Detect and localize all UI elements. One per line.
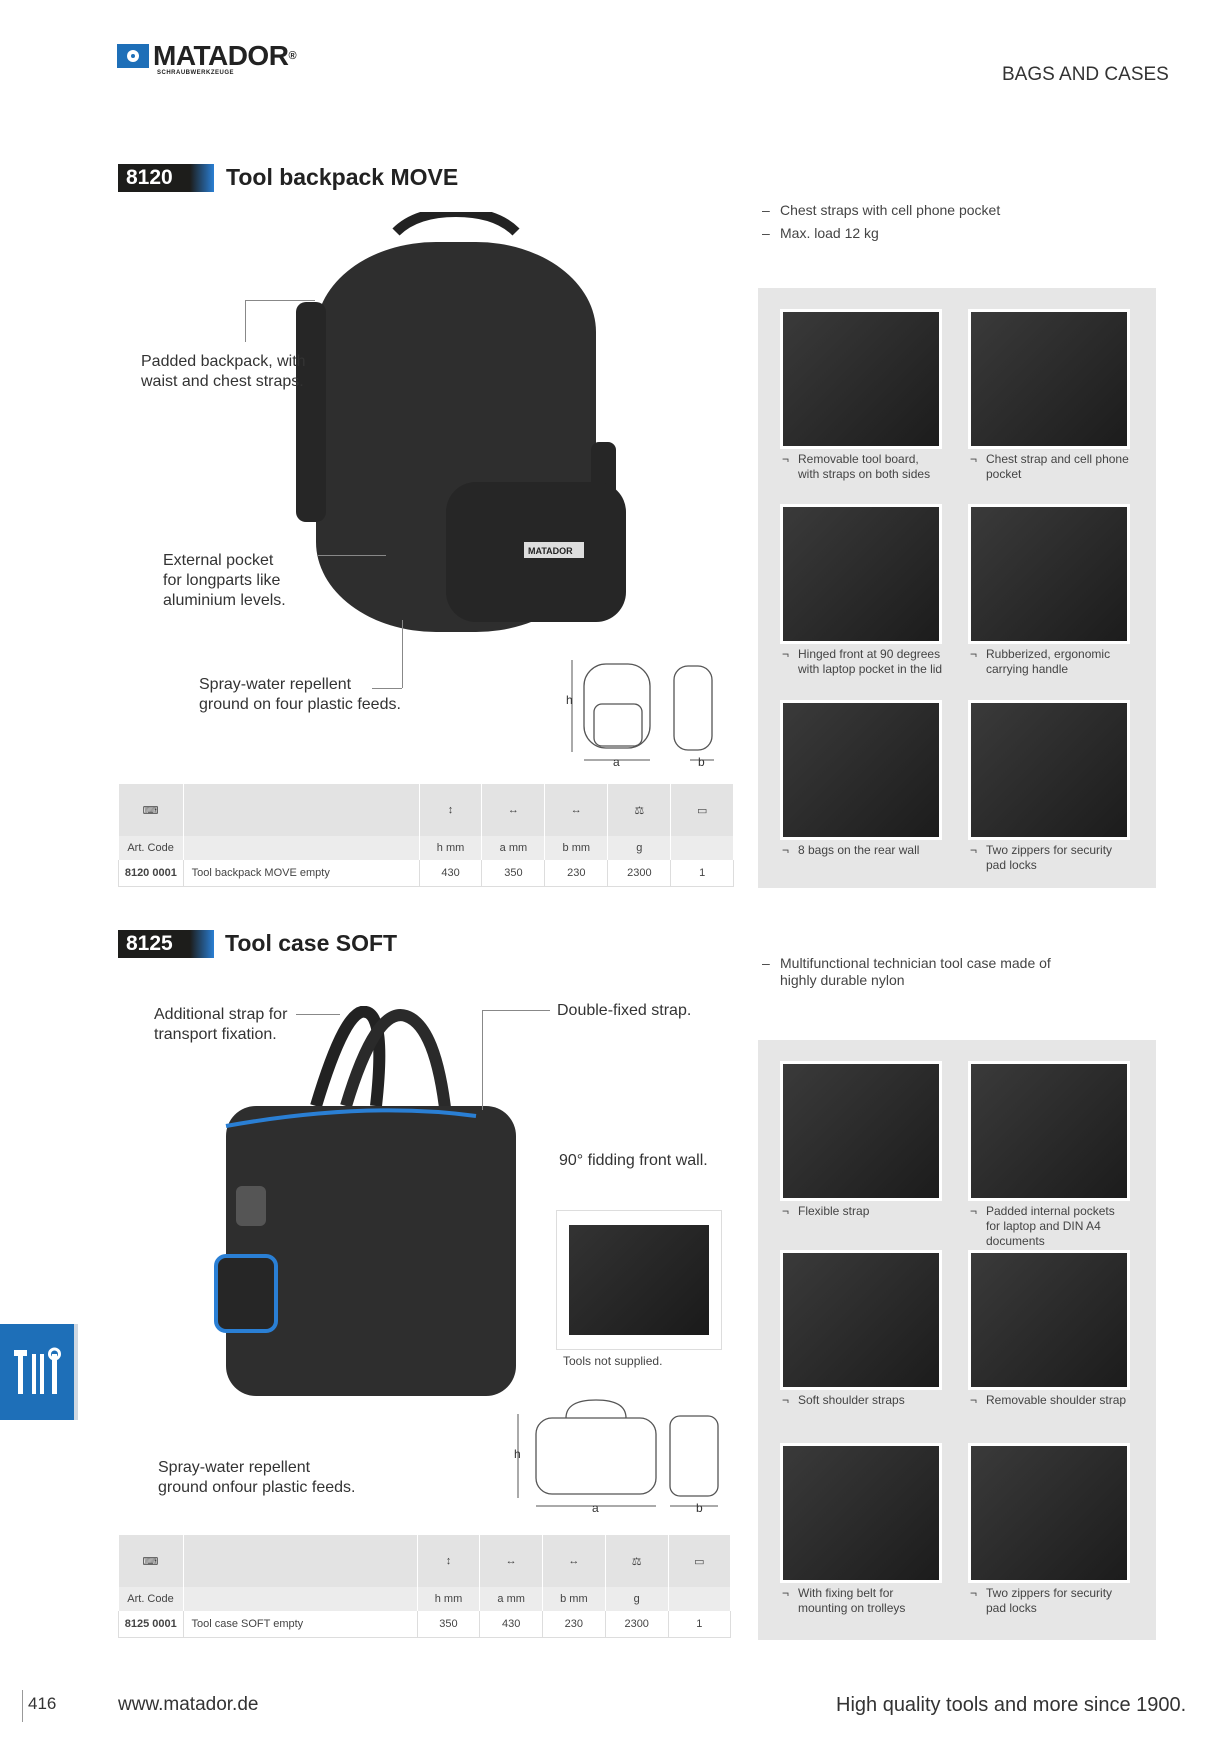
weight-scale-icon: ⚖ [607,784,672,836]
keyboard-icon: ⌨ [118,1535,184,1587]
product-title: Tool backpack MOVE [226,164,459,190]
feature-caption: ¬Rubberized, ergonomic carrying handle [970,647,1111,676]
feature-caption: ¬Chest strap and cell phone pocket [970,452,1129,481]
depth-icon: ↔ [544,784,609,836]
brand-logo-mark-icon [117,44,149,68]
feature-photo [968,1061,1130,1201]
callout-spray-water: Spray-water repellent ground on four pla… [199,676,401,713]
feature-caption: ¬Flexible strap [782,1204,870,1218]
feature-bullet: –Multifunctional technician tool case ma… [762,955,1051,988]
feature-photo [968,1250,1130,1390]
feature-photo [780,1443,942,1583]
dim-label-h: h [514,1447,521,1461]
category-side-tab[interactable] [0,1324,74,1420]
callout-external-pocket: External pocket for longparts like alumi… [163,552,286,609]
packaging-box-icon: ▭ [668,1535,732,1587]
article-number: 8120 [118,164,190,192]
weight-scale-icon: ⚖ [605,1535,669,1587]
feature-bullet: –Max. load 12 kg [762,225,879,241]
keyboard-icon: ⌨ [118,784,184,836]
feature-photo [780,309,942,449]
product-title: Tool case SOFT [225,930,398,956]
section-heading: BAGS AND CASES [1002,64,1169,85]
feature-photo [780,1061,942,1201]
feature-photo [968,504,1130,644]
backpack-image: MATADOR [296,212,626,632]
dim-label-a: a [592,1501,599,1515]
callout-spray-water: Spray-water repellent ground onfour plas… [158,1459,356,1496]
article-number-tag: 8125 [118,930,214,958]
backpack-badge: MATADOR [528,546,573,556]
feature-caption: ¬Padded internal pockets for laptop and … [970,1204,1115,1248]
feature-panel: ¬Removable tool board, with straps on bo… [758,288,1156,888]
spec-table: ⌨ ↕ ↔ ↔ ⚖ ▭ Art. Code h mm a mm b mm g 8… [118,784,734,887]
callout-padded-backpack: Padded backpack, with waist and chest st… [141,353,306,390]
packaging-box-icon: ▭ [670,784,734,836]
dim-label-b: b [696,1501,703,1515]
brand-subtitle: SCHRAUBWERKZEUGE [157,70,234,76]
inset-caption: Tools not supplied. [563,1354,663,1368]
dim-label-h: h [566,693,573,707]
feature-caption: ¬Two zippers for security pad locks [970,843,1113,872]
footer-slogan: High quality tools and more since 1900. [836,1694,1187,1716]
feature-caption: ¬Two zippers for security pad locks [970,1586,1113,1615]
article-number: 8125 [118,930,190,958]
backpack-dimension-sketch: h a b [566,660,714,769]
dim-label-a: a [613,755,620,769]
feature-photo [780,700,942,840]
dim-label-b: b [698,755,705,769]
width-icon: ↔ [479,1535,544,1587]
height-icon: ↕ [417,1535,481,1587]
tool-case-dimension-sketch: h a b [514,1399,719,1515]
feature-caption: ¬Removable tool board, with straps on bo… [782,452,931,481]
height-icon: ↕ [419,784,483,836]
brand-logo: MATADOR® SCHRAUBWERKZEUGE [117,40,297,76]
feature-caption: ¬With fixing belt for mounting on trolle… [782,1586,906,1615]
table-row: 8125 0001 Tool case SOFT empty 350 430 2… [118,1611,732,1638]
feature-photo [780,504,942,644]
callout-additional-strap: Additional strap for transport fixation. [154,1006,288,1043]
feature-photo [968,700,1130,840]
callout-double-fixed-strap: Double-fixed strap. [557,1002,692,1019]
spec-table: ⌨ ↕ ↔ ↔ ⚖ ▭ Art. Code h mm a mm b mm g 8… [118,1535,732,1638]
feature-photo [780,1250,942,1390]
brand-name: MATADOR® [153,40,297,71]
depth-icon: ↔ [542,1535,606,1587]
footer-url[interactable]: www.matador.de [118,1694,259,1715]
callout-front-wall: 90° fidding front wall. [559,1152,708,1169]
width-icon: ↔ [481,784,546,836]
page-number: 416 [28,1694,57,1713]
tools-icon [14,1347,61,1394]
feature-photo [968,1443,1130,1583]
article-number-tag: 8120 [118,164,214,192]
feature-photo [968,309,1130,449]
feature-caption: ¬Removable shoulder strap [970,1393,1127,1407]
tool-case-open-photo [556,1210,722,1350]
table-row: 8120 0001 Tool backpack MOVE empty 430 3… [118,860,734,887]
feature-caption: ¬8 bags on the rear wall [782,843,920,857]
tool-case-image [214,1006,516,1396]
feature-caption: ¬Soft shoulder straps [782,1393,905,1407]
feature-panel: ¬Flexible strap ¬Padded internal pockets… [758,1040,1156,1640]
feature-bullet: –Chest straps with cell phone pocket [762,202,1001,218]
feature-caption: ¬Hinged front at 90 degrees with laptop … [782,647,943,676]
